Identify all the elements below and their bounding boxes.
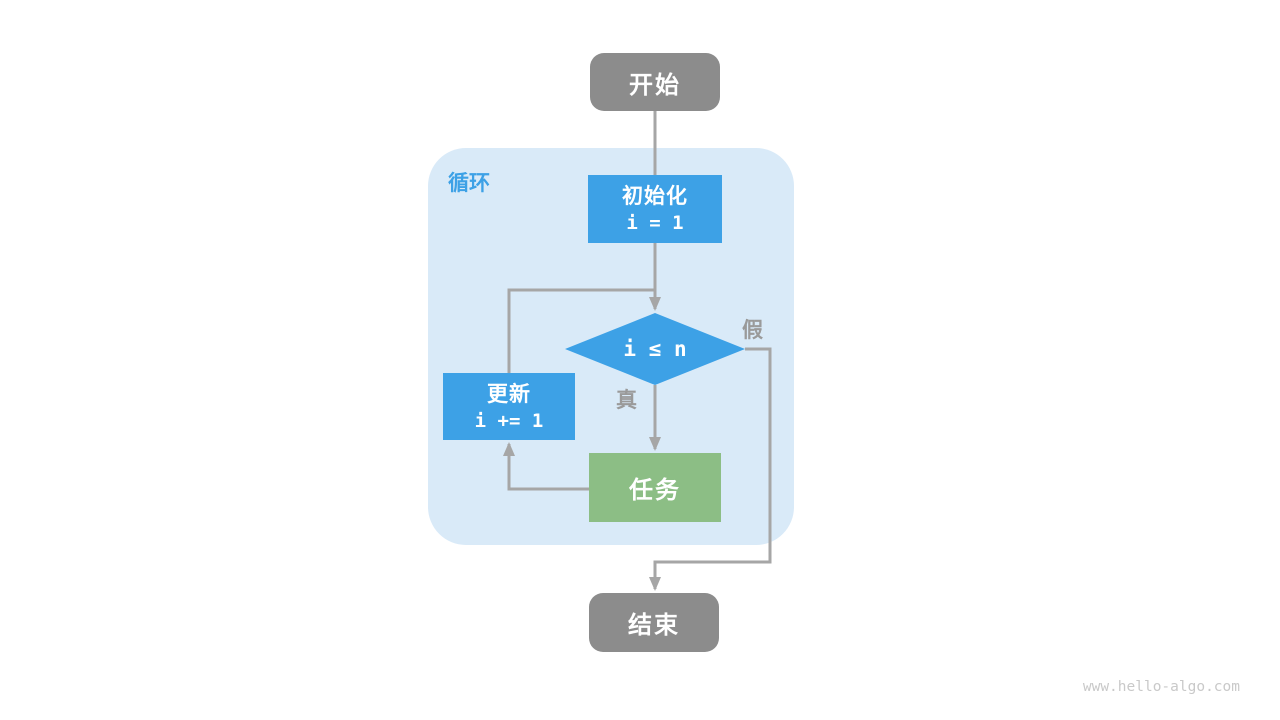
update-node-label: 更新: [487, 381, 531, 406]
update-node-code: i += 1: [474, 409, 544, 432]
init-node-code: i = 1: [626, 212, 684, 234]
condition-diamond-polygon: [565, 313, 745, 385]
start-node-label: 开始: [629, 70, 681, 99]
true-branch-label: 真: [616, 388, 637, 412]
connector-update-loopback: [507, 288, 655, 373]
end-node-label: 结束: [628, 611, 680, 639]
connector-task-to-update: [503, 442, 589, 491]
start-node: 开始: [590, 53, 720, 111]
task-node: 任务: [589, 453, 721, 522]
false-branch-label: 假: [742, 318, 763, 342]
loop-region-label: 循环: [448, 171, 490, 195]
init-process-node: 初始化 i = 1: [588, 175, 722, 243]
init-node-label: 初始化: [622, 184, 688, 208]
watermark-text: www.hello-algo.com: [1082, 679, 1240, 695]
update-process-node: 更新 i += 1: [443, 373, 575, 440]
condition-node-label: i ≤ n: [623, 337, 687, 361]
end-node: 结束: [589, 593, 719, 652]
connector-condition-false-to-end: [649, 347, 772, 591]
task-node-label: 任务: [629, 476, 681, 504]
